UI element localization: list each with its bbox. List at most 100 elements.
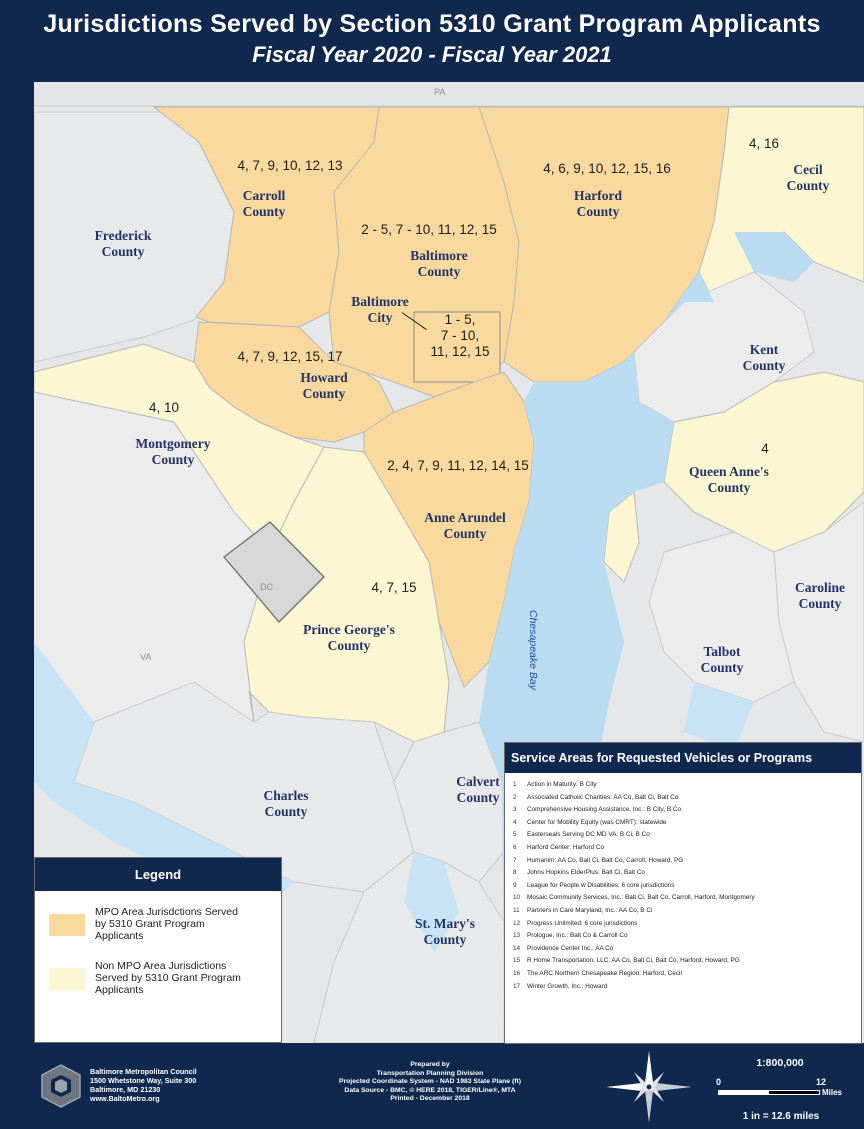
- scale-ratio: 1:800,000: [756, 1057, 804, 1069]
- service-area-number: 1: [513, 781, 517, 788]
- service-area-item: 12 Progress Unlimited: 6 core jurisdictio…: [513, 918, 857, 931]
- service-area-number: 9: [513, 881, 517, 889]
- service-area-text: Comprehensive Housing Assistance, Inc.: …: [527, 806, 682, 814]
- legend-item-non-mpo: Non MPO Area Jurisdictions Served by 531…: [49, 960, 245, 996]
- legend-swatch-mpo: [49, 914, 85, 936]
- prepared-line-1: Prepared by: [410, 1061, 450, 1068]
- service-area-text: Progress Unlimited: 6 core jurisdictions: [527, 919, 638, 927]
- harford-label[interactable]: Harford County: [574, 188, 622, 219]
- kent-label[interactable]: Kent County: [742, 342, 786, 373]
- service-area-number: 10: [513, 894, 521, 902]
- scale-unit: Miles: [822, 1088, 843, 1097]
- carroll-label[interactable]: Carroll County: [242, 188, 286, 219]
- prepared-line-3: Projected Coordinate System - NAD 1983 S…: [338, 1078, 522, 1086]
- service-area-text: Humanim: AA Co, Balt Ci, Balt Co, Carrol…: [527, 856, 684, 864]
- queen-annes-numbers: 4: [761, 441, 769, 456]
- bmc-address: Baltimore Metropolitan Council 1500 Whet…: [90, 1067, 197, 1103]
- prepared-line-5: Printed - December 2018: [390, 1095, 470, 1103]
- legend-swatch-non-mpo: [49, 968, 85, 990]
- anne-arundel-label[interactable]: Anne Arundel County: [424, 510, 506, 541]
- map-canvas: [34, 82, 864, 1043]
- howard-numbers: 4, 7, 9, 12, 15, 17: [237, 349, 343, 364]
- service-area-number: 2: [513, 793, 517, 801]
- org-website[interactable]: www.BaltoMetro.org: [90, 1094, 160, 1103]
- service-area-item: 2 Associated Catholic Charities: AA Co, B…: [513, 792, 857, 805]
- header: Jurisdictions Served by Section 5310 Gra…: [0, 0, 864, 80]
- service-area-text: Providence Center Inc.: AA Co: [527, 944, 614, 952]
- cecil-numbers: 4, 16: [748, 136, 780, 151]
- montgomery-label[interactable]: Montgomery County: [135, 436, 211, 467]
- baltimore-county-label[interactable]: Baltimore County: [410, 248, 468, 279]
- service-area-text: The ARC Northern Chesapeake Region: Harf…: [527, 969, 682, 977]
- caroline-label[interactable]: Caroline County: [795, 580, 845, 611]
- legend-panel: Legend MPO Area Jurisdctions Served by 5…: [34, 857, 282, 1043]
- carroll-numbers: 4, 7, 9, 10, 12, 13: [237, 158, 343, 173]
- service-areas-title: Service Areas for Requested Vehicles or …: [505, 743, 861, 773]
- service-area-text: Center for Mobility Equity (was CMRT): s…: [527, 818, 667, 826]
- baltimore-city-label[interactable]: Baltimore City: [351, 294, 409, 325]
- org-city: Baltimore, MD 21230: [90, 1085, 161, 1094]
- service-areas-panel: Service Areas for Requested Vehicles or …: [504, 742, 862, 1044]
- harford-numbers: 4, 6, 9, 10, 12, 15, 16: [543, 161, 671, 176]
- prince-georges-label[interactable]: Prince George's County: [303, 622, 395, 653]
- org-name: Baltimore Metropolitan Council: [90, 1067, 197, 1076]
- st-marys-label[interactable]: St. Mary's County: [415, 916, 475, 947]
- legend-title: Legend: [35, 858, 281, 891]
- cecil-label[interactable]: Cecil County: [786, 162, 830, 193]
- prepared-line-2: Transportation Planning Division: [376, 1069, 484, 1077]
- scale-caption: 1 in = 12.6 miles: [742, 1111, 820, 1122]
- howard-label[interactable]: Howard County: [300, 370, 348, 401]
- service-area-text: Associated Catholic Charities: AA Co, Ba…: [527, 793, 679, 801]
- prince-georges-numbers: 4, 7, 15: [371, 580, 417, 595]
- frederick-label[interactable]: Frederick County: [94, 228, 152, 259]
- legend-item-mpo: MPO Area Jurisdctions Served by 5310 Gra…: [49, 906, 245, 942]
- baltimore-county-numbers: 2 - 5, 7 - 10, 11, 12, 15: [361, 222, 497, 237]
- service-area-text: Partners in Care Maryland, Inc.: AA Co, …: [527, 906, 653, 914]
- service-area-item: 3 Comprehensive Housing Assistance, Inc.:…: [513, 804, 857, 817]
- va-label: VA: [140, 652, 152, 662]
- service-area-number: 15: [513, 957, 521, 965]
- service-area-number: 8: [513, 869, 517, 877]
- legend-label-non-mpo: Non MPO Area Jurisdictions Served by 531…: [95, 960, 241, 996]
- scale-zero: 0: [716, 1077, 722, 1087]
- service-area-text: League for People w Disabilities: 6 core…: [527, 881, 675, 889]
- talbot-label[interactable]: Talbot County: [700, 644, 744, 675]
- service-area-text: Easterseals Serving DC MD VA: B Ci, B Co: [527, 831, 650, 839]
- county-queen-annes: [663, 371, 864, 553]
- service-area-item: 5 Easterseals Serving DC MD VA: B Ci, B C…: [513, 829, 857, 842]
- service-area-number: 3: [513, 806, 517, 814]
- prepared-line-4: Data Source - BMC, © HERE 2018, TIGER/Li…: [344, 1086, 516, 1094]
- service-area-text: Winter Growth, Inc.: Howard: [527, 982, 608, 990]
- calvert-label[interactable]: Calvert County: [456, 774, 500, 805]
- service-area-item: 14 Providence Center Inc.: AA Co: [513, 943, 857, 956]
- service-area-number: 5: [513, 831, 517, 839]
- scale-bar: 0 12 Miles: [716, 1077, 846, 1107]
- north-arrow-icon: [606, 1051, 692, 1123]
- service-area-number: 13: [513, 932, 521, 940]
- service-area-number: 14: [513, 944, 521, 952]
- charles-label[interactable]: Charles County: [263, 788, 309, 819]
- map-title: Jurisdictions Served by Section 5310 Gra…: [43, 10, 821, 38]
- scale-max: 12: [816, 1077, 827, 1087]
- service-area-item: 9 League for People w Disabilities: 6 cor…: [513, 880, 857, 893]
- service-area-text: Prologue, Inc.: Balt Co & Carroll Co: [527, 932, 628, 940]
- queen-annes-label[interactable]: Queen Anne's County: [689, 464, 769, 495]
- district-of-columbia: [223, 521, 325, 623]
- service-area-text: Mosaic Community Services, Inc.: Balt Ci…: [527, 894, 755, 902]
- montgomery-numbers: 4, 10: [148, 400, 180, 415]
- footer: Baltimore Metropolitan Council 1500 Whet…: [0, 1043, 864, 1129]
- map-area[interactable]: PA DC VA Chesapeake Bay 4, 7, 9, 10, 12,…: [34, 82, 864, 1043]
- anne-arundel-numbers: 2, 4, 7, 9, 11, 12, 14, 15: [387, 458, 529, 473]
- map-subtitle: Fiscal Year 2020 - Fiscal Year 2021: [252, 42, 612, 67]
- service-area-number: 12: [513, 919, 521, 927]
- org-street: 1500 Whetstone Way, Suite 300: [90, 1076, 197, 1085]
